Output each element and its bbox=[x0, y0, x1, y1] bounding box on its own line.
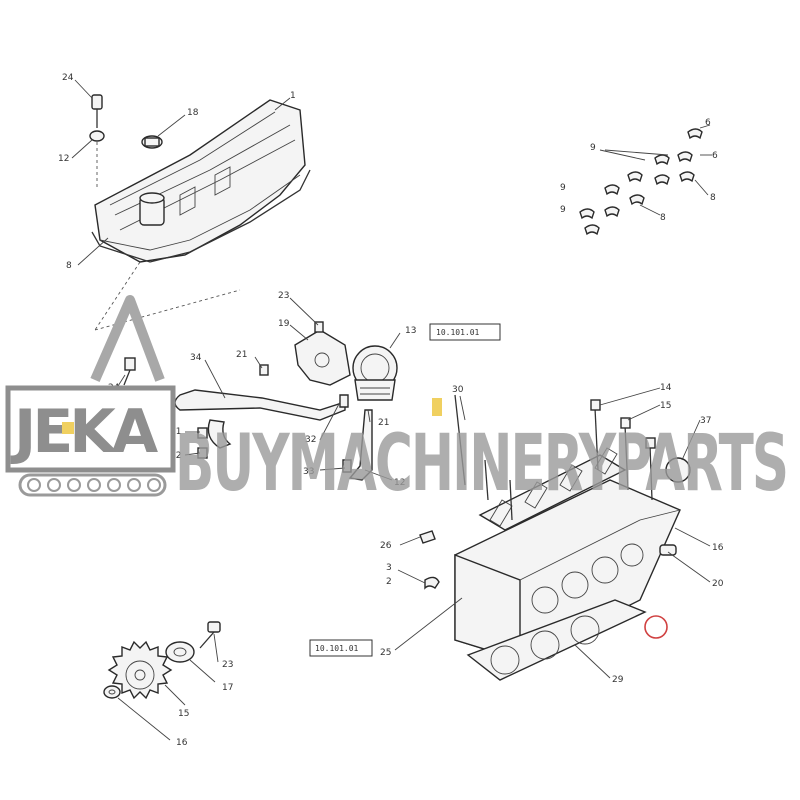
callout-2: 2 bbox=[386, 577, 392, 587]
callout-32: 32 bbox=[305, 435, 316, 445]
head-bolts bbox=[454, 394, 656, 521]
cylinder-head bbox=[454, 479, 681, 661]
cover-bolt bbox=[89, 94, 105, 190]
callout-15: 15 bbox=[660, 401, 671, 411]
watermark-logo: JEKA bbox=[5, 295, 176, 497]
callout-9a: 9 bbox=[590, 143, 596, 153]
ref-box-thermostat-label: 10.101.01 bbox=[436, 328, 480, 337]
callout-13: 13 bbox=[405, 326, 416, 336]
callout-14: 14 bbox=[660, 383, 672, 393]
valve-keepers-group bbox=[579, 124, 712, 236]
callout-8c: 8 bbox=[660, 213, 666, 223]
callout-18: 18 bbox=[187, 108, 199, 118]
watermark-site-name: BUYMACHINERYPARTS bbox=[175, 398, 790, 509]
valve-cover-gasket bbox=[91, 169, 311, 263]
callout-29: 29 bbox=[612, 675, 624, 685]
callout-30: 30 bbox=[452, 385, 464, 395]
dowel-and-plug bbox=[419, 457, 691, 590]
callout-9c: 9 bbox=[560, 205, 566, 215]
callout-16: 16 bbox=[712, 543, 724, 553]
callout-23b: 23 bbox=[222, 660, 233, 670]
gear-hub-and-bolt bbox=[165, 621, 221, 663]
callout-34: 34 bbox=[190, 353, 202, 363]
thermostat-housing bbox=[352, 345, 398, 401]
ref-box-head[interactable]: 10.101.01 bbox=[309, 639, 373, 657]
watermark-site-text: BUYMACHINERYPARTS bbox=[175, 419, 787, 509]
callout-37: 37 bbox=[700, 416, 711, 426]
valve-cover bbox=[94, 99, 306, 263]
callout-21a: 21 bbox=[236, 350, 247, 360]
assembly-guide-line bbox=[94, 261, 141, 331]
callout-19: 19 bbox=[278, 319, 290, 329]
ref-box-thermostat[interactable]: 10.101.01 bbox=[429, 323, 501, 341]
callout-25: 25 bbox=[380, 648, 391, 658]
callout-26: 26 bbox=[380, 541, 392, 551]
callout-1: 1 bbox=[290, 91, 296, 101]
ref-box-head-label: 10.101.01 bbox=[315, 644, 359, 653]
callout-8b: 8 bbox=[710, 193, 716, 203]
callout-6a: 6 bbox=[705, 118, 711, 128]
highlight-circle-marker bbox=[644, 615, 668, 639]
head-gasket bbox=[466, 599, 647, 681]
callout-17: 17 bbox=[222, 683, 233, 693]
callout-20: 20 bbox=[712, 579, 724, 589]
coolant-pipe bbox=[174, 389, 346, 449]
callout-16b: 16 bbox=[176, 738, 188, 748]
callout-24-top: 24 bbox=[62, 73, 74, 83]
callout-33: 33 bbox=[303, 467, 314, 477]
callout-6b: 6 bbox=[712, 151, 718, 161]
callout-23: 23 bbox=[278, 291, 289, 301]
callout-12b: 12 bbox=[394, 478, 405, 488]
water-outlet-elbow bbox=[294, 329, 351, 386]
callout-12-left: 12 bbox=[58, 154, 69, 164]
leader-lines bbox=[71, 79, 711, 741]
callout-9b: 9 bbox=[560, 183, 566, 193]
camshaft-gear bbox=[107, 640, 173, 700]
callout-22: 22 bbox=[170, 451, 181, 461]
callout-15b: 15 bbox=[178, 709, 189, 719]
bypass-hose bbox=[348, 409, 373, 481]
watermark-logo-text: JEKA bbox=[10, 397, 159, 467]
oil-filler-cap bbox=[141, 135, 163, 149]
callout-3: 3 bbox=[386, 563, 392, 573]
callout-11: 11 bbox=[170, 427, 181, 437]
callout-8: 8 bbox=[66, 261, 72, 271]
callout-labels: 24 12 18 1 8 6 6 9 9 9 8 8 23 19 13 21 3… bbox=[58, 73, 724, 748]
callout-21b: 21 bbox=[378, 418, 389, 428]
gear-washer bbox=[103, 685, 121, 699]
rocker-arm-assembly bbox=[478, 447, 627, 531]
